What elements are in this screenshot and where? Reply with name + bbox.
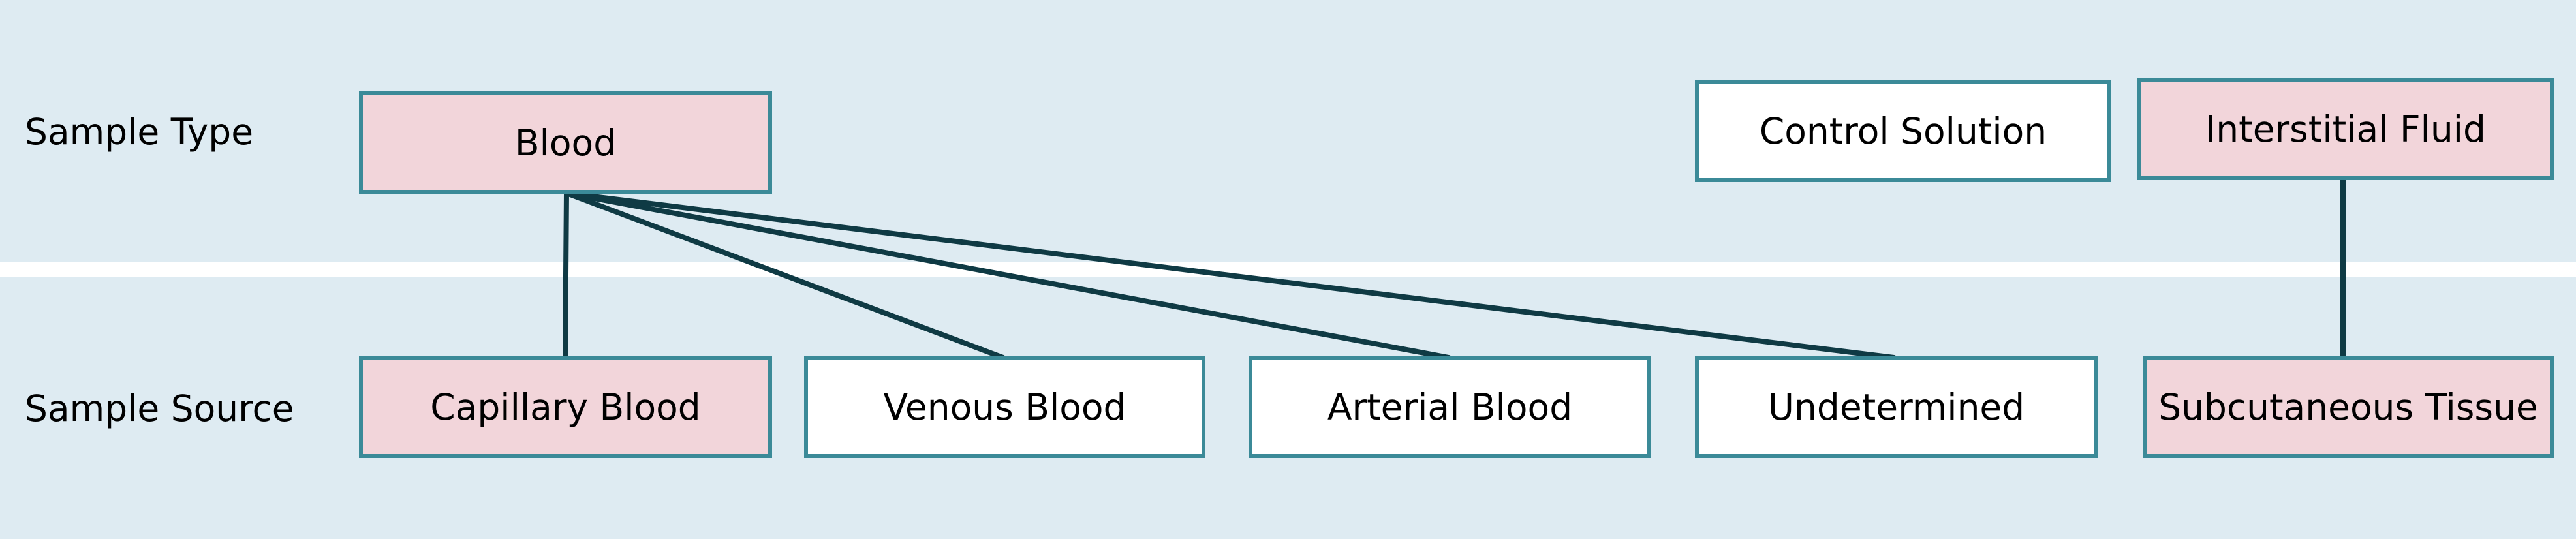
row-label-sample-source: Sample Source: [25, 388, 294, 429]
node-venous-blood: Venous Blood: [804, 356, 1205, 458]
node-arterial-blood-label: Arterial Blood: [1327, 386, 1573, 428]
row-label-sample-type: Sample Type: [25, 111, 254, 153]
node-blood-label: Blood: [514, 121, 617, 164]
node-undetermined-label: Undetermined: [1767, 386, 2025, 428]
connector-blood-capillary-blood: [563, 191, 569, 360]
node-subcutaneous-tissue-label: Subcutaneous Tissue: [2158, 386, 2538, 428]
node-arterial-blood: Arterial Blood: [1249, 356, 1651, 458]
node-undetermined: Undetermined: [1695, 356, 2098, 458]
node-control-solution: Control Solution: [1695, 80, 2111, 182]
node-capillary-blood: Capillary Blood: [359, 356, 772, 458]
node-blood: Blood: [359, 91, 772, 194]
node-interstitial-fluid-label: Interstitial Fluid: [2205, 108, 2486, 150]
node-subcutaneous-tissue: Subcutaneous Tissue: [2143, 356, 2554, 458]
connector-blood-arterial-blood: [564, 191, 1451, 360]
node-interstitial-fluid: Interstitial Fluid: [2137, 78, 2554, 180]
node-control-solution-label: Control Solution: [1759, 110, 2047, 152]
node-venous-blood-label: Venous Blood: [883, 386, 1126, 428]
connector-blood-undetermined: [564, 191, 1897, 360]
connector-blood-venous-blood: [564, 191, 1006, 360]
node-capillary-blood-label: Capillary Blood: [430, 386, 701, 428]
